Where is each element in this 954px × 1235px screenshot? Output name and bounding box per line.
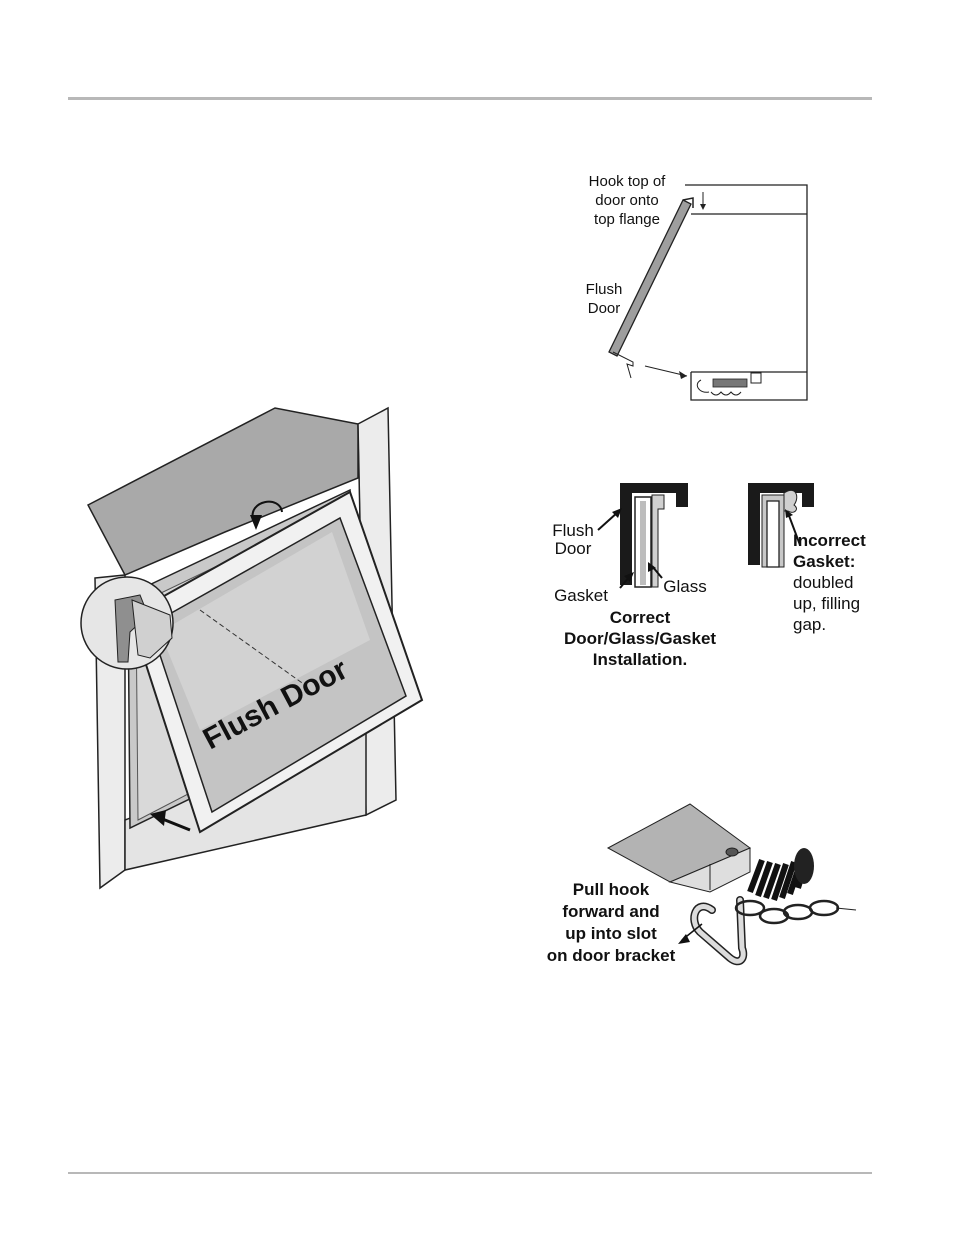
gasket-cross-section-correct [620,483,688,588]
flush-door-installation-illustration: Flush Door [80,406,424,890]
header-rule [68,97,872,100]
footer-rule [68,1172,872,1174]
hook-top-diagram [608,184,808,401]
pull-hook-bracket-diagram [606,803,857,966]
gasket-incorrect-desc: doubled up, filling gap. [793,573,861,634]
gasket-glass-label: Glass [663,577,707,596]
pull-hook-caption: Pull hook forward and up into slot on do… [546,880,676,965]
gasket-incorrect-title: Incorrect Gasket: [793,531,866,571]
hook-top-label: Hook top of door onto top flange [588,173,666,228]
hook-top-door-label: Flush Door [585,281,623,317]
gasket-label-arrows [597,508,663,589]
gasket-cross-section-incorrect [748,483,814,568]
gasket-correct-caption: Correct Door/Glass/Gasket Installation. [563,608,717,669]
gasket-flush-door-label: Flush Door [552,521,594,558]
gasket-gasket-label: Gasket [554,586,608,605]
